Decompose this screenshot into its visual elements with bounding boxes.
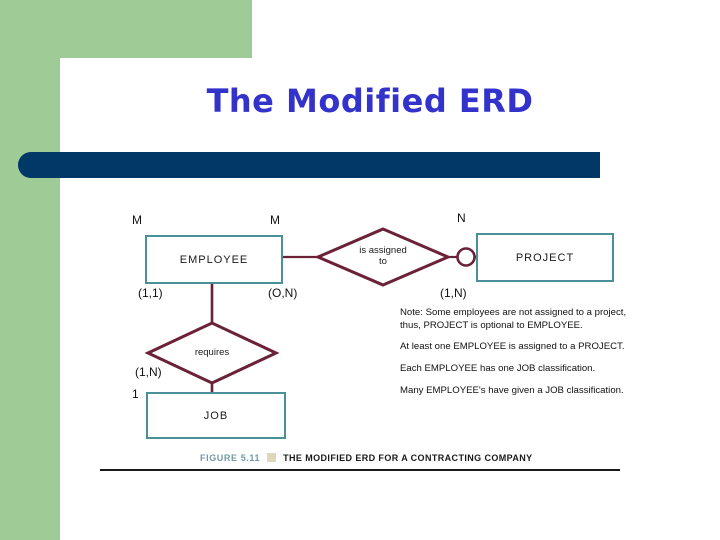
cardinality-job-employee: (1,N) <box>135 365 162 379</box>
caption-text: THE MODIFIED ERD FOR A CONTRACTING COMPA… <box>283 453 533 463</box>
figure-number: FIGURE 5.11 <box>200 453 261 463</box>
relationship-label-requires: requires <box>148 323 276 383</box>
green-sidebar-decoration <box>0 0 60 540</box>
page-title: The Modified ERD <box>206 82 534 120</box>
relationship-label-is-assigned-to: is assigned to <box>318 229 448 285</box>
degree-project-left: N <box>457 211 466 225</box>
entity-box-employee[interactable]: EMPLOYEE <box>145 235 283 284</box>
optional-circle-icon <box>456 247 476 267</box>
figure-caption: FIGURE 5.11 THE MODIFIED ERD FOR A CONTRA… <box>200 453 630 463</box>
degree-employee-right: M <box>270 213 280 227</box>
degree-employee-left: M <box>132 213 142 227</box>
figure-modified-erd: EMPLOYEE PROJECT JOB is assigned to requ… <box>90 195 630 490</box>
caption-rule <box>100 469 620 471</box>
relationship-line1: is assigned <box>359 245 407 257</box>
cardinality-employee-project: (O,N) <box>268 286 298 300</box>
cardinality-employee-job: (1,1) <box>138 286 163 300</box>
note-item: Each EMPLOYEE has one JOB classification… <box>400 362 596 374</box>
content-panel <box>60 58 720 540</box>
relationship-requires-text: requires <box>194 346 230 358</box>
entity-box-job[interactable]: JOB <box>146 392 286 439</box>
erd-diagram: EMPLOYEE PROJECT JOB is assigned to requ… <box>90 195 630 485</box>
navy-divider-bar <box>18 152 600 178</box>
erd-notes: Note: Some employees are not assigned to… <box>400 307 640 406</box>
entity-box-project[interactable]: PROJECT <box>476 233 614 282</box>
degree-job-left: 1 <box>132 387 139 401</box>
note-item: Many EMPLOYEE's have given a JOB classif… <box>400 384 624 396</box>
diamond-requires <box>144 321 280 385</box>
erd-connectors-layer <box>144 227 476 392</box>
note-item: Note: Some employees are not assigned to… <box>400 307 627 331</box>
relationship-line2: to <box>379 256 387 267</box>
note-item: At least one EMPLOYEE is assigned to a P… <box>400 341 625 353</box>
cardinality-project-employee: (1,N) <box>440 286 467 300</box>
caption-square-icon <box>267 453 277 462</box>
